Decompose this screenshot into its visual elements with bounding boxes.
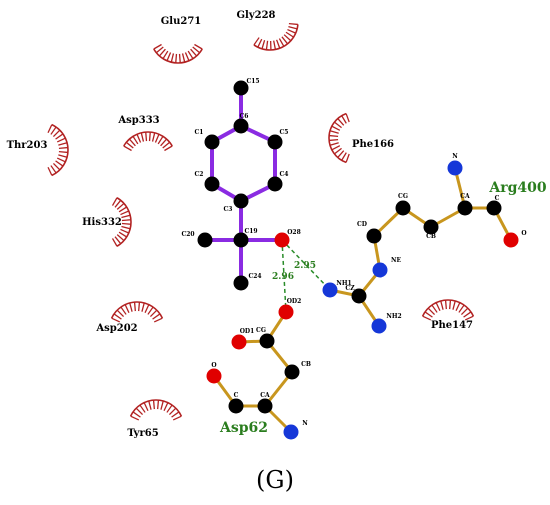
residue-label-asp333: Asp333 bbox=[117, 115, 159, 126]
hydrogen-bond-line bbox=[281, 239, 287, 313]
atom-label: CB bbox=[301, 361, 311, 368]
atom-label: NH2 bbox=[386, 313, 401, 320]
atom-c bbox=[395, 200, 411, 216]
residue-label-phe166: Phe166 bbox=[352, 139, 394, 150]
atom-c bbox=[233, 80, 249, 96]
atom-n bbox=[372, 262, 388, 278]
atom-label: C6 bbox=[240, 113, 249, 120]
residue-label-tyr65: Tyr65 bbox=[127, 428, 158, 439]
atom-c bbox=[457, 200, 473, 216]
atom-c bbox=[351, 288, 367, 304]
atom-o bbox=[503, 232, 519, 248]
residue-label-phe147: Phe147 bbox=[431, 320, 473, 331]
atom-c bbox=[257, 398, 273, 414]
atom-label: CB bbox=[426, 233, 436, 240]
atom-c bbox=[197, 232, 213, 248]
hydrogen-bond-line bbox=[281, 239, 331, 291]
atom-label: CG bbox=[256, 327, 266, 334]
atom-label: O bbox=[211, 362, 216, 369]
hydrophobic-arc-phe147 bbox=[421, 299, 475, 321]
atom-label: C20 bbox=[181, 231, 194, 238]
atom-c bbox=[233, 275, 249, 291]
atom-c bbox=[233, 193, 249, 209]
figure-caption: (G) bbox=[256, 466, 294, 494]
residue-label-his332: His332 bbox=[82, 217, 122, 228]
atom-label: C24 bbox=[248, 273, 261, 280]
atom-label: CD bbox=[357, 221, 367, 228]
atom-n bbox=[371, 318, 387, 334]
hydrophobic-arc-gly228 bbox=[253, 23, 299, 51]
atom-label: C1 bbox=[195, 129, 204, 136]
hydrophobic-arc-glu271 bbox=[153, 43, 203, 64]
atom-label: C bbox=[234, 392, 239, 399]
residue-label-asp202: Asp202 bbox=[95, 323, 137, 334]
atom-c bbox=[366, 228, 382, 244]
atom-n bbox=[283, 424, 299, 440]
atom-c bbox=[204, 134, 220, 150]
atom-label: C5 bbox=[280, 129, 289, 136]
atom-c bbox=[486, 200, 502, 216]
atom-c bbox=[204, 176, 220, 192]
atom-c bbox=[233, 232, 249, 248]
atom-o bbox=[274, 232, 290, 248]
residue-label-gly228: Gly228 bbox=[236, 10, 275, 21]
hydrophobic-arc-thr203 bbox=[47, 123, 69, 177]
hydrogen-bonds bbox=[281, 239, 331, 313]
atom-label: CZ bbox=[345, 285, 355, 292]
atom-label: C4 bbox=[280, 171, 289, 178]
atom-label: N bbox=[452, 153, 458, 160]
atom-label: N bbox=[302, 420, 308, 427]
hydrophobic-arc-asp333 bbox=[123, 131, 173, 152]
hbond-residue-label-arg400: Arg400 bbox=[488, 180, 547, 196]
atom-c bbox=[228, 398, 244, 414]
atom-c bbox=[284, 364, 300, 380]
hydrophobic-arc-asp202 bbox=[110, 301, 164, 323]
atom-label: C2 bbox=[195, 171, 204, 178]
atom-label: OD1 bbox=[240, 328, 255, 335]
atom-n bbox=[447, 160, 463, 176]
atom-label: C15 bbox=[246, 78, 259, 85]
atom-o bbox=[278, 304, 294, 320]
atom-label: CG bbox=[398, 193, 408, 200]
atoms bbox=[197, 80, 519, 440]
hydrophobic-arc-tyr65 bbox=[129, 399, 183, 421]
atom-label: CA bbox=[260, 392, 270, 399]
hbond-residue-label-asp62: Asp62 bbox=[219, 420, 268, 436]
hydrophobic-arc-his332 bbox=[111, 197, 132, 247]
atom-label: C3 bbox=[224, 206, 233, 213]
atom-label: O bbox=[521, 230, 526, 237]
atom-c bbox=[267, 134, 283, 150]
hydrophobic-arc-phe166 bbox=[328, 112, 350, 164]
atom-label: C bbox=[495, 195, 500, 202]
atom-label: NH1 bbox=[336, 280, 351, 287]
atom-c bbox=[423, 219, 439, 235]
residue-label-thr203: Thr203 bbox=[7, 140, 48, 151]
atom-o bbox=[206, 368, 222, 384]
atom-o bbox=[231, 334, 247, 350]
atom-label: O28 bbox=[287, 229, 301, 236]
hbond-distance: 2.95 bbox=[294, 261, 316, 271]
atom-n bbox=[322, 282, 338, 298]
atom-label: C19 bbox=[244, 228, 257, 235]
atom-label: NE bbox=[391, 257, 401, 264]
atom-c bbox=[267, 176, 283, 192]
atom-c bbox=[259, 333, 275, 349]
atom-c bbox=[233, 118, 249, 134]
hbond-distance: 2.96 bbox=[272, 272, 294, 282]
atom-label: OD2 bbox=[287, 298, 302, 305]
residue-label-glu271: Glu271 bbox=[161, 16, 201, 27]
hydrophobic-arcs bbox=[47, 23, 475, 421]
atom-label: CA bbox=[460, 193, 470, 200]
